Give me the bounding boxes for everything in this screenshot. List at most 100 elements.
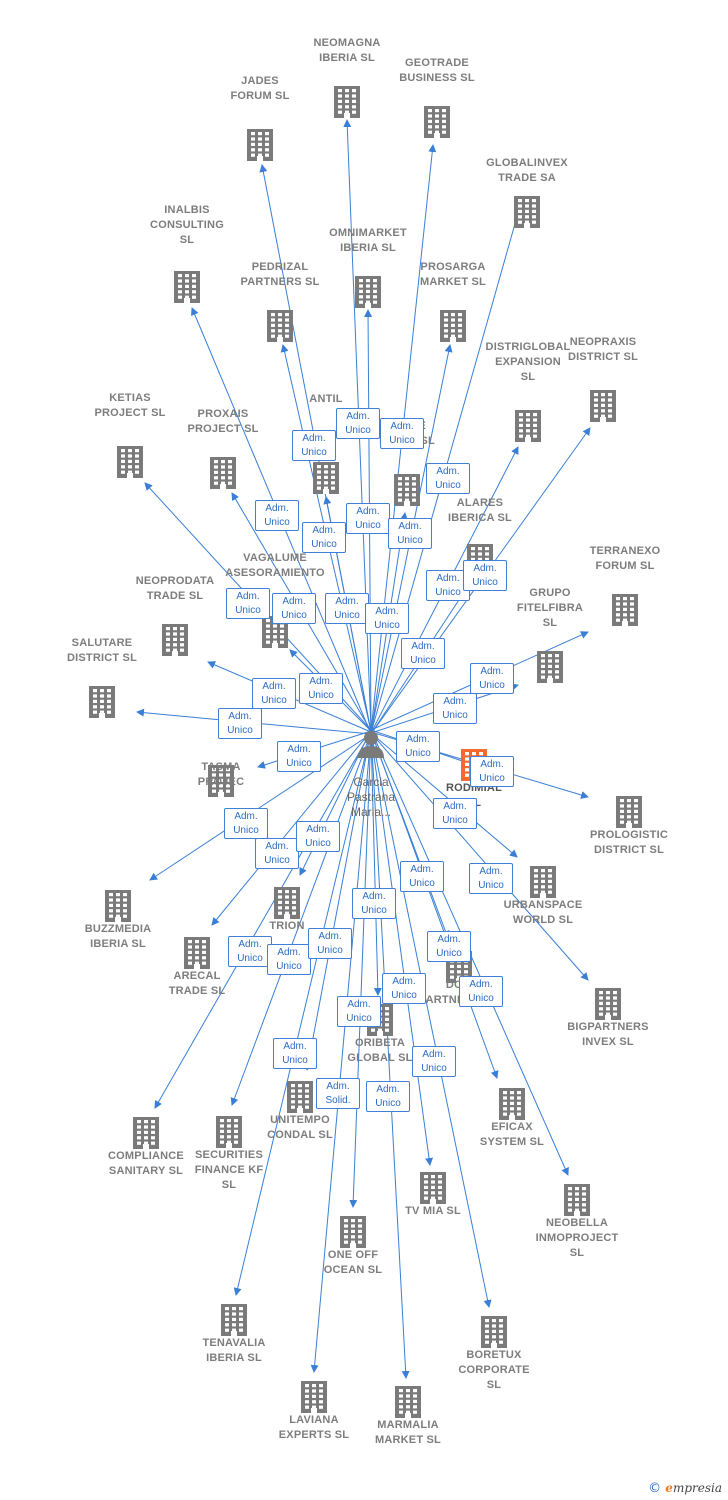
company-label[interactable]: NEOPRAXIS DISTRICT SL [567, 336, 639, 363]
company-building-icon[interactable] [499, 1088, 525, 1120]
company-label[interactable]: PROLOGISTIC DISTRICT SL [590, 829, 668, 856]
company-building-icon[interactable] [313, 462, 339, 494]
role-badge[interactable]: Adm. Unico [346, 503, 390, 534]
company-label[interactable]: KETIAS PROJECT SL [94, 392, 166, 419]
company-building-icon[interactable] [247, 129, 273, 161]
role-badge[interactable]: Adm. Unico [302, 522, 346, 553]
company-label[interactable]: TRION [269, 920, 305, 932]
company-building-icon[interactable] [481, 1316, 507, 1348]
company-building-icon[interactable] [612, 594, 638, 626]
company-label[interactable]: BORETUX CORPORATE SL [458, 1349, 530, 1391]
company-label[interactable]: PROXAIS PROJECT SL [187, 408, 259, 435]
company-label[interactable]: JADES FORUM SL [230, 75, 290, 102]
role-badge[interactable]: Adm. Unico [277, 741, 321, 772]
role-badge[interactable]: Adm. Unico [412, 1046, 456, 1077]
company-label[interactable]: PROSARGA MARKET SL [420, 261, 486, 288]
role-badge[interactable]: Adm. Unico [396, 731, 440, 762]
company-label[interactable]: DISTRIGLOBAL EXPANSION SL [485, 341, 571, 383]
company-building-icon[interactable] [616, 796, 642, 828]
role-badge[interactable]: Adm. Unico [470, 756, 514, 787]
role-badge[interactable]: Adm. Unico [218, 708, 262, 739]
company-building-icon[interactable] [515, 410, 541, 442]
role-badge[interactable]: Adm. Unico [252, 678, 296, 709]
company-building-icon[interactable] [395, 1386, 421, 1418]
role-badge[interactable]: Adm. Unico [366, 1081, 410, 1112]
role-badge[interactable]: Adm. Unico [433, 798, 477, 829]
company-building-icon[interactable] [287, 1081, 313, 1113]
company-label[interactable]: ORIBETA GLOBAL SL [347, 1037, 413, 1064]
company-label[interactable]: ANTIL [309, 393, 343, 405]
role-badge[interactable]: Adm. Solid. [316, 1078, 360, 1109]
company-label[interactable]: PEDRIZAL PARTNERS SL [240, 261, 320, 288]
company-building-icon[interactable] [424, 106, 450, 138]
role-badge[interactable]: Adm. Unico [273, 1038, 317, 1069]
company-building-icon[interactable] [216, 1116, 242, 1148]
company-building-icon[interactable] [595, 988, 621, 1020]
role-badge[interactable]: Adm. Unico [427, 931, 471, 962]
company-label[interactable]: OMNIMARKET IBERIA SL [329, 227, 407, 254]
role-badge[interactable]: Adm. Unico [272, 593, 316, 624]
role-badge[interactable]: Adm. Unico [469, 863, 513, 894]
company-building-icon[interactable] [105, 890, 131, 922]
company-building-icon[interactable] [590, 390, 616, 422]
role-badge[interactable]: Adm. Unico [226, 588, 270, 619]
company-building-icon[interactable] [530, 866, 556, 898]
role-badge[interactable]: Adm. Unico [388, 518, 432, 549]
role-badge[interactable]: Adm. Unico [470, 663, 514, 694]
company-building-icon[interactable] [355, 276, 381, 308]
company-building-icon[interactable] [420, 1172, 446, 1204]
role-badge[interactable]: Adm. Unico [382, 973, 426, 1004]
company-label[interactable]: URBANSPACE WORLD SL [503, 899, 583, 926]
role-badge[interactable]: Adm. Unico [296, 821, 340, 852]
role-badge[interactable]: Adm. Unico [426, 463, 470, 494]
company-building-icon[interactable] [117, 446, 143, 478]
role-badge[interactable]: Adm. Unico [400, 861, 444, 892]
company-building-icon[interactable] [514, 196, 540, 228]
company-building-icon[interactable] [184, 937, 210, 969]
company-building-icon[interactable] [340, 1216, 366, 1248]
role-badge[interactable]: Adm. Unico [299, 673, 343, 704]
role-badge[interactable]: Adm. Unico [352, 888, 396, 919]
company-building-icon[interactable] [440, 310, 466, 342]
company-label[interactable]: BIGPARTNERS INVEX SL [567, 1021, 649, 1048]
company-label[interactable]: GRUPO FITELFIBRA SL [516, 587, 584, 629]
company-building-icon[interactable] [210, 457, 236, 489]
company-label[interactable]: ONE OFF OCEAN SL [323, 1249, 383, 1276]
role-badge[interactable]: Adm. Unico [337, 996, 381, 1027]
company-building-icon[interactable] [334, 86, 360, 118]
company-building-icon[interactable] [537, 651, 563, 683]
role-badge[interactable]: Adm. Unico [228, 936, 272, 967]
company-building-icon[interactable] [174, 271, 200, 303]
role-badge[interactable]: Adm. Unico [459, 976, 503, 1007]
company-label[interactable]: TENAVALIA IBERIA SL [202, 1337, 266, 1364]
role-badge[interactable]: Adm. Unico [255, 500, 299, 531]
company-building-icon[interactable] [301, 1381, 327, 1413]
company-building-icon[interactable] [162, 624, 188, 656]
role-badge[interactable]: Adm. Unico [463, 560, 507, 591]
company-label[interactable]: ARECAL TRADE SL [168, 970, 226, 997]
company-label[interactable]: SECURITIES FINANCE KF SL [194, 1149, 264, 1191]
company-building-icon[interactable] [274, 887, 300, 919]
company-building-icon[interactable] [89, 686, 115, 718]
company-building-icon[interactable] [133, 1117, 159, 1149]
company-label[interactable]: TASMA PROJEC [197, 761, 245, 788]
company-label[interactable]: VAGALUME ASESORAMIENTO [225, 552, 325, 579]
company-label[interactable]: INALBIS CONSULTING SL [150, 204, 224, 246]
role-badge[interactable]: Adm. Unico [380, 418, 424, 449]
role-badge[interactable]: Adm. Unico [255, 838, 299, 869]
company-label[interactable]: LAVIANA EXPERTS SL [278, 1414, 350, 1441]
company-building-icon[interactable] [394, 474, 420, 506]
brand-logo[interactable]: empresia [665, 1481, 722, 1495]
role-badge[interactable]: Adm. Unico [401, 638, 445, 669]
company-label[interactable]: NEOPRODATA TRADE SL [135, 575, 215, 602]
company-building-icon[interactable] [564, 1184, 590, 1216]
role-badge[interactable]: Adm. Unico [224, 808, 268, 839]
role-badge[interactable]: Adm. Unico [292, 430, 336, 461]
company-label[interactable]: ALARES IBERICA SL [448, 497, 512, 524]
company-label[interactable]: UNITEMPO CONDAL SL [267, 1114, 333, 1141]
role-badge[interactable]: Adm. Unico [325, 593, 369, 624]
company-building-icon[interactable] [267, 310, 293, 342]
company-label[interactable]: COMPLIANCE SANITARY SL [108, 1150, 184, 1177]
company-label[interactable]: BUZZMEDIA IBERIA SL [84, 923, 152, 950]
role-badge[interactable]: Adm. Unico [365, 603, 409, 634]
